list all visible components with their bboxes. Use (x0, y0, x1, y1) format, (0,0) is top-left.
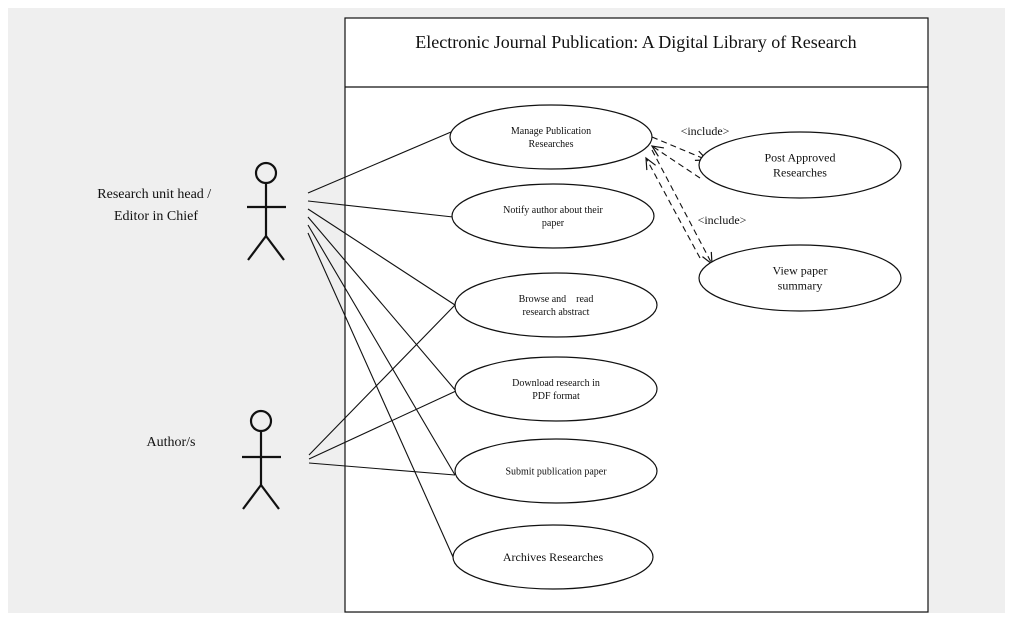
system-title: Electronic Journal Publication: A Digita… (415, 32, 856, 52)
association-lines (307, 131, 457, 558)
include-label: <include> (698, 213, 747, 227)
use-case-label: Archives Researches (503, 550, 604, 564)
association-editor-browse (307, 208, 456, 306)
use-case-label: Post Approved (764, 151, 835, 165)
use-case-download: Download research in PDF format (454, 356, 658, 422)
use-case-notify: Notify author about their paper (451, 183, 655, 249)
actor-author: Author/s (147, 409, 281, 510)
association-author-browse (308, 304, 456, 456)
use-case-label: Download research in (512, 378, 600, 389)
use-case-ellipse (454, 356, 658, 422)
association-editor-download (307, 216, 457, 392)
use-case-label: View paper (773, 264, 828, 278)
use-case-label: Researches (529, 139, 574, 150)
use-case-ellipse (698, 244, 902, 312)
use-case-ellipse (452, 524, 654, 590)
use-case-browse: Browse and read research abstract (454, 272, 658, 338)
use-case-label: Researches (773, 166, 827, 180)
use-case-label: paper (542, 218, 565, 229)
actor-author-label: Author/s (147, 435, 196, 450)
include-arrow (651, 149, 713, 266)
include-relations: <include> <include> (645, 124, 747, 266)
use-case-ellipse (449, 104, 653, 170)
use-case-submit: Submit publication paper (454, 438, 658, 504)
stick-figure-icon (247, 161, 286, 261)
use-case-archives: Archives Researches (452, 524, 654, 590)
use-case-ellipse (454, 438, 658, 504)
association-editor-archives (307, 232, 454, 558)
use-case-ellipse (698, 131, 902, 199)
include-return-arrow (645, 156, 701, 259)
use-case-label: research abstract (523, 307, 590, 318)
use-case-ellipse (451, 183, 655, 249)
include-relation-manage-view: <include> (645, 149, 747, 266)
use-case-label: Submit publication paper (505, 467, 607, 478)
include-relation-manage-post: <include> (650, 124, 730, 179)
use-case-label: Manage Publication (511, 126, 591, 137)
association-editor-manage (307, 131, 452, 194)
association-editor-notify (307, 200, 454, 218)
actor-editor-label-line-1: Research unit head / (97, 187, 211, 202)
use-case-label: Browse and read (519, 294, 594, 305)
include-label: <include> (681, 124, 730, 138)
stick-figure-icon (242, 409, 281, 510)
association-author-submit (308, 462, 456, 476)
use-case-label: summary (778, 279, 823, 293)
actor-editor-label: Research unit head / Editor in Chief (97, 187, 214, 224)
use-case-label: Notify author about their (503, 205, 603, 216)
actor-editor: Research unit head / Editor in Chief (97, 161, 286, 261)
actor-editor-label-line-2: Editor in Chief (114, 209, 198, 224)
use-case-label: PDF format (532, 391, 580, 402)
use-case-ellipse (454, 272, 658, 338)
association-author-download (308, 390, 457, 460)
association-editor-submit (307, 224, 456, 476)
